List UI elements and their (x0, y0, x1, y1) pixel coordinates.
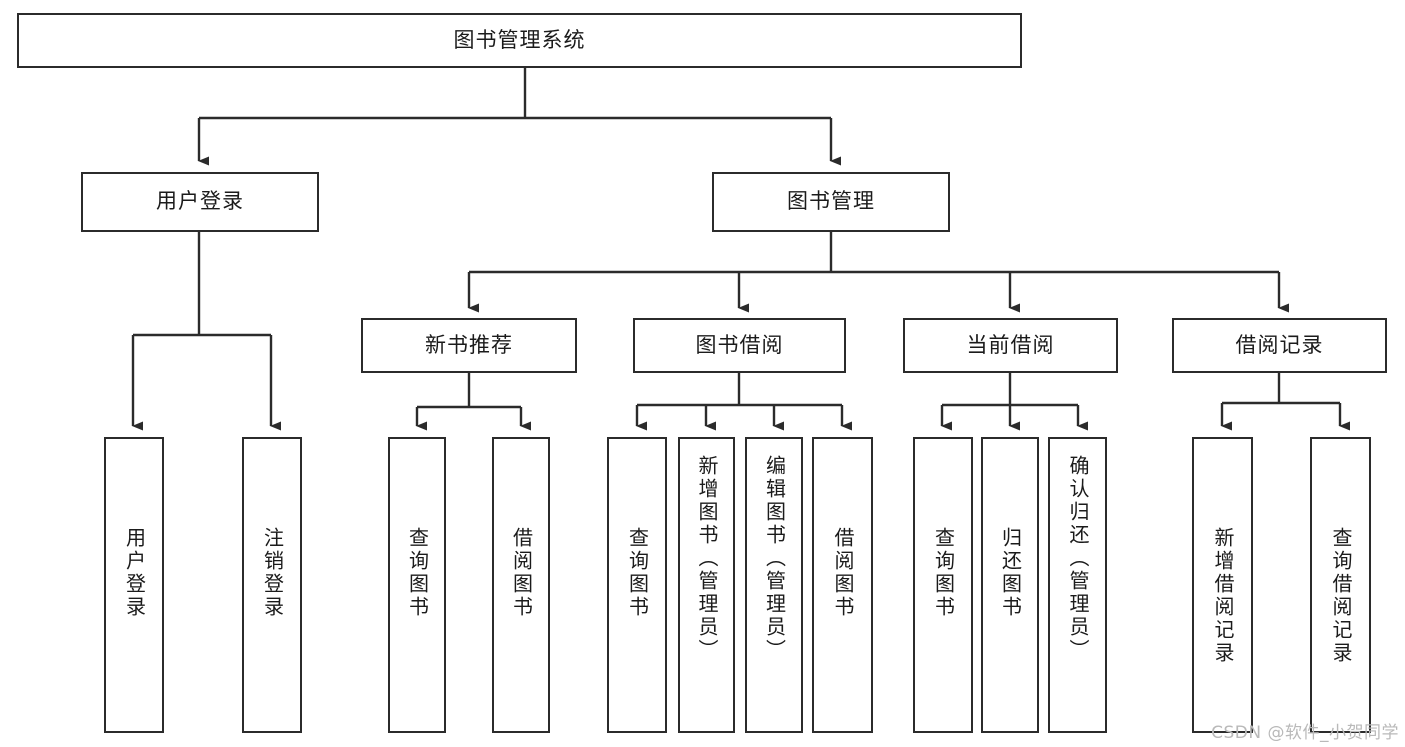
leaf-book-borrow-2[interactable]: 编辑图书（管理员） (745, 437, 803, 733)
leaf-label: 查询借阅记录 (1329, 527, 1353, 665)
node-user-login[interactable]: 用户登录 (81, 172, 319, 232)
leaf-user-login-0[interactable]: 用户登录 (104, 437, 164, 733)
leaf-label: 用户登录 (122, 527, 147, 619)
node-user-login-label: 用户登录 (156, 189, 244, 214)
leaf-new-book-1[interactable]: 借阅图书 (492, 437, 550, 733)
leaf-label: 查询图书 (931, 527, 956, 619)
leaf-book-borrow-1[interactable]: 新增图书（管理员） (678, 437, 735, 733)
node-root[interactable]: 图书管理系统 (17, 13, 1022, 68)
node-book-borrow[interactable]: 图书借阅 (633, 318, 846, 373)
leaf-book-borrow-3[interactable]: 借阅图书 (812, 437, 873, 733)
node-new-book[interactable]: 新书推荐 (361, 318, 577, 373)
leaf-label: 借阅图书 (509, 527, 534, 619)
node-current-borrow-label: 当前借阅 (966, 332, 1055, 357)
node-book-borrow-label: 图书借阅 (695, 332, 784, 357)
leaf-current-borrow-1[interactable]: 归还图书 (981, 437, 1039, 733)
leaf-new-book-0[interactable]: 查询图书 (388, 437, 446, 733)
leaf-label: 查询图书 (625, 527, 650, 619)
leaf-user-login-1[interactable]: 注销登录 (242, 437, 302, 733)
leaf-label: 注销登录 (260, 527, 285, 619)
leaf-borrow-record-1[interactable]: 查询借阅记录 (1310, 437, 1371, 733)
leaf-current-borrow-0[interactable]: 查询图书 (913, 437, 973, 733)
node-borrow-record[interactable]: 借阅记录 (1172, 318, 1387, 373)
leaf-label: 归还图书 (998, 527, 1023, 619)
watermark: CSDN @软件_小贺同学 (1211, 723, 1399, 743)
leaf-book-borrow-0[interactable]: 查询图书 (607, 437, 667, 733)
node-current-borrow[interactable]: 当前借阅 (903, 318, 1118, 373)
leaf-label: 新增图书（管理员） (695, 455, 719, 662)
leaf-borrow-record-0[interactable]: 新增借阅记录 (1192, 437, 1253, 733)
node-book-manage[interactable]: 图书管理 (712, 172, 950, 232)
leaf-label: 确认归还（管理员） (1066, 455, 1090, 662)
node-new-book-label: 新书推荐 (425, 332, 513, 357)
leaf-label: 借阅图书 (831, 527, 855, 619)
leaf-label: 查询图书 (405, 527, 430, 619)
node-borrow-record-label: 借阅记录 (1235, 332, 1324, 357)
leaf-label: 编辑图书（管理员） (762, 455, 787, 662)
leaf-current-borrow-2[interactable]: 确认归还（管理员） (1048, 437, 1107, 733)
node-book-manage-label: 图书管理 (787, 189, 875, 214)
node-root-label: 图书管理系统 (453, 27, 586, 52)
leaf-label: 新增借阅记录 (1211, 527, 1235, 665)
